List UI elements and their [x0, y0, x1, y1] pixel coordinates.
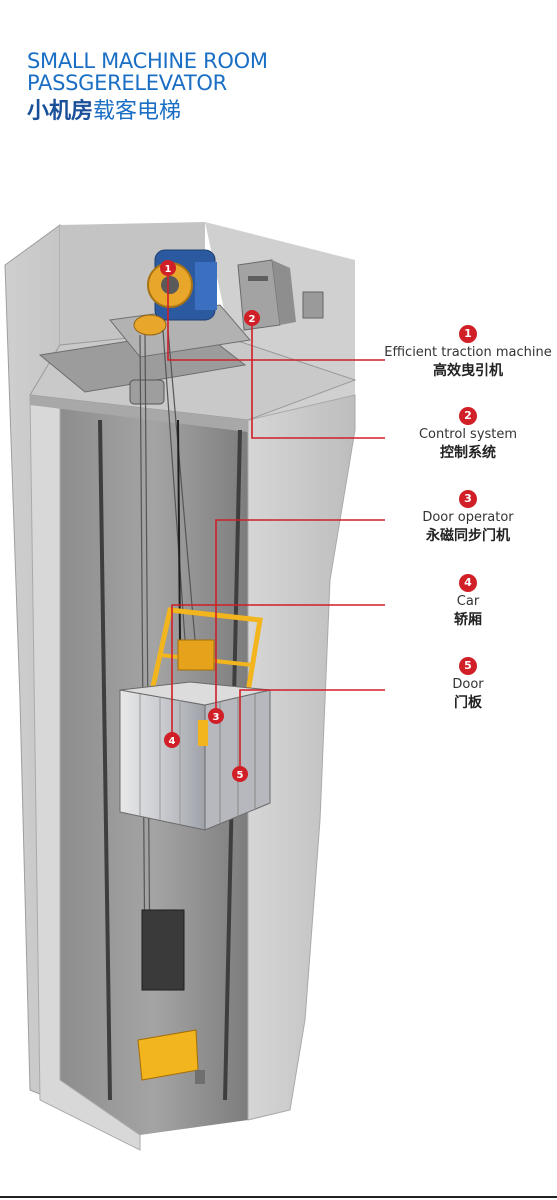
badge-2: 2: [459, 407, 477, 425]
illustration-badges: 1 2 3 4 5: [160, 260, 260, 782]
leader-2: [251, 318, 385, 439]
callout-5: 5 Door 门板: [378, 654, 557, 712]
elevator-car-illustration: [119, 681, 271, 831]
badge-2-on-diagram: 2: [244, 310, 260, 326]
callout-1: 1 Efficient traction machine 高效曳引机: [378, 322, 557, 380]
svg-text:4: 4: [169, 736, 176, 747]
sheave-pulley: [133, 314, 167, 336]
callout-4: 4 Car 轿厢: [378, 571, 557, 629]
car-top-guardrail: [147, 607, 263, 711]
trailing-cable: [177, 419, 181, 641]
hoist-rope-4: [139, 334, 146, 981]
speed-governor: [129, 379, 165, 405]
controller-cabinet-illustration: [237, 259, 296, 331]
floor-slab-edge: [30, 395, 248, 432]
traction-machine-illustration: [147, 249, 217, 321]
badge-3-on-diagram: 3: [208, 708, 224, 724]
callout-3-en: Door operator: [422, 510, 514, 525]
switch-box: [302, 291, 324, 319]
callout-leaders: [167, 268, 385, 772]
svg-text:1: 1: [165, 264, 172, 275]
hoist-rope-2: [167, 329, 196, 641]
callout-1-en: Efficient traction machine: [384, 345, 552, 360]
guide-rail-left: [98, 419, 112, 1101]
callout-2: 2 Control system 控制系统: [378, 404, 557, 462]
callout-2-cn: 控制系统: [440, 445, 496, 461]
callout-5-en: Door: [452, 677, 484, 692]
callout-1-cn: 高效曳引机: [433, 363, 503, 379]
badge-5-on-diagram: 5: [232, 766, 248, 782]
title-cn-bold: 小机房: [27, 99, 94, 124]
title-line-2: PASSGERELEVATOR: [27, 71, 227, 95]
badge-3: 3: [459, 490, 477, 508]
title-chinese: 小机房载客电梯: [27, 97, 268, 127]
title-block: SMALL MACHINE ROOM PASSGERELEVATOR 小机房载客…: [27, 50, 268, 127]
svg-text:3: 3: [213, 712, 220, 723]
counterweight-illustration: [137, 909, 199, 1081]
badge-4: 4: [459, 574, 477, 592]
callout-4-cn: 轿厢: [454, 612, 482, 628]
hoist-rope-1: [162, 329, 186, 641]
badge-1: 1: [459, 325, 477, 343]
hoist-rope-3: [144, 334, 151, 981]
callout-4-en: Car: [456, 594, 480, 609]
leader-1: [167, 268, 385, 361]
leader-3: [215, 519, 385, 712]
title-cn-rest: 载客电梯: [93, 99, 182, 124]
title-line-1: SMALL MACHINE ROOM: [27, 49, 268, 73]
badge-4-on-diagram: 4: [164, 732, 180, 748]
bottom-divider: [0, 1196, 557, 1198]
callout-3: 3 Door operator 永磁同步门机: [378, 487, 557, 545]
shaft-right-face: [247, 394, 356, 1121]
leader-5: [239, 689, 385, 772]
callout-5-cn: 门板: [454, 695, 482, 711]
badge-5: 5: [459, 657, 477, 675]
svg-text:5: 5: [237, 770, 244, 781]
callout-3-cn: 永磁同步门机: [426, 528, 510, 544]
svg-text:2: 2: [249, 314, 256, 325]
leader-4: [171, 604, 385, 738]
pit-buffer: [195, 1070, 205, 1084]
badge-1-on-diagram: 1: [160, 260, 176, 276]
callout-2-en: Control system: [418, 427, 518, 442]
